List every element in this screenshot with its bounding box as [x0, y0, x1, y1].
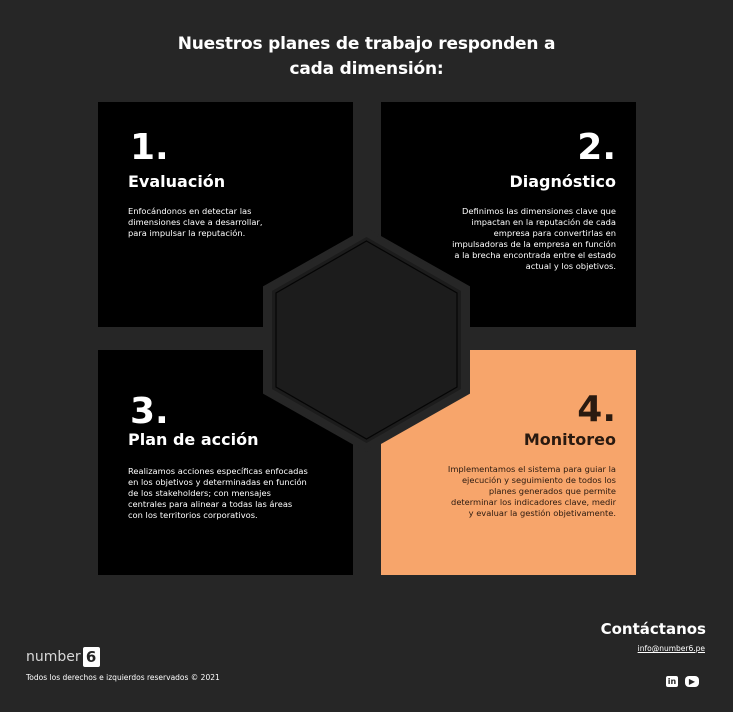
card-title: Evaluación — [128, 172, 226, 191]
page-title-line-1: Nuestros planes de trabajo responden a — [177, 34, 556, 54]
card-evaluacion: 1. Evaluación Enfocándonos en detectar l… — [98, 102, 353, 327]
card-diagnostico: 2. Diagnóstico Definimos las dimensiones… — [381, 102, 636, 327]
social-links: in ▶ — [666, 676, 699, 687]
brand-logo-mark: 6 — [82, 647, 100, 667]
card-number: 4. — [577, 389, 616, 430]
card-title: Monitoreo — [523, 430, 616, 449]
card-title: Plan de acción — [128, 430, 259, 449]
contact-title: Contáctanos — [600, 620, 706, 638]
card-number: 2. — [577, 127, 616, 168]
card-number: 1. — [130, 127, 169, 168]
card-description: Implementamos el sistema para guiar la e… — [447, 464, 616, 518]
card-monitoreo: 4. Monitoreo Implementamos el sistema pa… — [381, 350, 636, 575]
card-description: Enfocándonos en detectar las dimensiones… — [128, 206, 263, 238]
card-title: Diagnóstico — [509, 172, 616, 191]
brand-logo-text: number — [26, 649, 81, 665]
center-hexagon — [263, 227, 470, 453]
card-description: Definimos las dimensiones clave que impa… — [452, 206, 616, 271]
page-title: Nuestros planes de trabajo responden a c… — [0, 32, 733, 82]
contact-email-link[interactable]: info@number6.pe — [637, 644, 705, 653]
page-title-line-2: cada dimensión: — [289, 59, 444, 79]
copyright-text: Todos los derechos e izquierdos reservad… — [26, 673, 220, 682]
linkedin-icon[interactable]: in — [666, 676, 678, 687]
brand-logo[interactable]: number 6 — [26, 647, 100, 667]
youtube-icon[interactable]: ▶ — [685, 676, 699, 687]
card-number: 3. — [130, 391, 169, 432]
card-description: Realizamos acciones específicas enfocada… — [128, 466, 308, 520]
